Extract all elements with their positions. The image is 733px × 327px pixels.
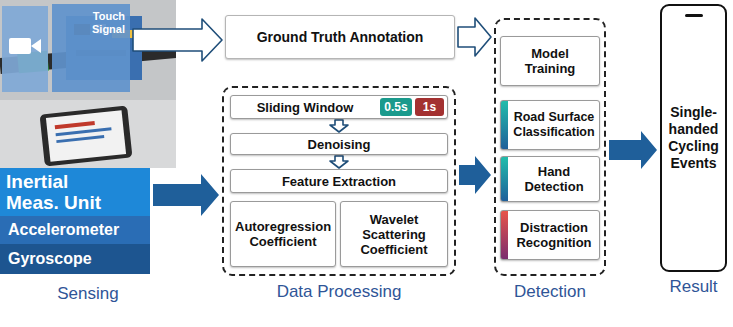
solid-arrow	[153, 174, 219, 216]
feature-box: Wavelet Scattering Coefficient	[340, 201, 448, 267]
hollow-arrow	[133, 19, 222, 61]
sensor-band: Accelerometer	[0, 216, 150, 244]
process-box: Feature Extraction	[230, 169, 448, 193]
phone-speaker	[685, 14, 703, 17]
smartphone-photo	[40, 106, 133, 167]
process-box: Ground Truth Annotation	[225, 15, 455, 59]
node-text: Model Training	[505, 46, 595, 76]
screen-line	[55, 121, 95, 129]
camera-icon	[9, 38, 31, 54]
node-text: Road Surface Classification	[513, 110, 595, 140]
node-text: Gyroscope	[8, 250, 92, 268]
photo-ground	[0, 0, 176, 168]
process-box: Model Training	[500, 36, 600, 86]
camera-lens	[31, 39, 41, 53]
section-heading: Detection	[514, 282, 586, 302]
task-box: Hand Detection	[500, 156, 600, 202]
sensor-panel: Inertial Meas. UnitAccelerometerGyroscop…	[0, 168, 150, 274]
node-text: Accelerometer	[8, 221, 119, 239]
section-label: Sensing	[0, 284, 176, 304]
node-text: Sliding Window	[257, 100, 354, 115]
solid-arrow	[609, 131, 657, 169]
task-box: Distraction Recognition	[500, 210, 600, 260]
node-text: Touch Signal	[83, 10, 125, 36]
screen-line	[56, 127, 112, 136]
section-heading: Result	[669, 278, 717, 295]
phone-body	[40, 106, 133, 167]
node-text: 0.5s	[384, 100, 407, 115]
node-text: Wavelet Scattering Coefficient	[345, 212, 443, 257]
section-heading: Data Processing	[277, 282, 402, 302]
window-badge: 1s	[415, 98, 444, 116]
node-text: Ground Truth Annotation	[257, 30, 424, 45]
sensor-band: Gyroscope	[0, 244, 150, 274]
photo-floor	[0, 100, 176, 168]
node-text: Autoregression Coefficient	[235, 219, 331, 249]
heading-holder: Data Processing	[194, 282, 484, 302]
node-text: 1s	[423, 100, 436, 115]
camera-overlay	[2, 6, 48, 92]
node-text: Distraction Recognition	[513, 220, 595, 250]
process-box: Denoising	[230, 133, 448, 155]
node-text: Feature Extraction	[282, 174, 396, 189]
hollow-arrow	[330, 156, 348, 168]
phone-screen	[46, 110, 126, 162]
task-box: Road Surface Classification	[500, 100, 600, 150]
feature-box: Autoregression Coefficient	[230, 201, 336, 267]
stage-group: Data ProcessingSliding Window0.5s1sDenoi…	[222, 86, 456, 276]
screen-line	[56, 135, 104, 143]
heading-holder: Detection	[466, 282, 634, 302]
phone-outline: Single-handed Cycling EventsResult	[660, 4, 727, 272]
solid-arrow	[459, 156, 491, 194]
process-box: Sliding Window 0.5s 1s	[230, 95, 448, 119]
node-text: Single-handed Cycling Events	[665, 104, 722, 172]
stage-group: DetectionModel TrainingRoad Surface Clas…	[494, 18, 606, 276]
hollow-arrow	[458, 18, 491, 56]
window-badge: 0.5s	[380, 98, 412, 116]
hollow-arrow	[330, 120, 348, 132]
signal-overlay: Touch Signal	[52, 4, 130, 92]
node-text: Hand Detection	[513, 164, 595, 194]
heading-holder: Result	[632, 278, 733, 295]
node-text: Denoising	[308, 137, 371, 152]
node-text: Inertial Meas. Unit	[6, 171, 110, 213]
